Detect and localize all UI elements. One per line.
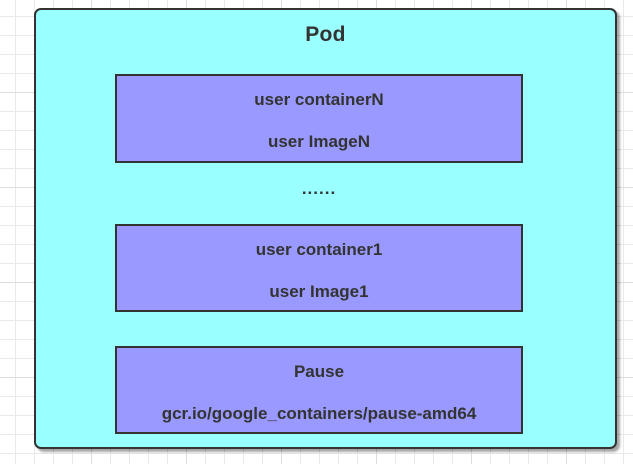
container-box-user-n: user containerN user ImageN bbox=[115, 74, 523, 163]
pod-box: Pod user containerN user ImageN ...... u… bbox=[34, 8, 617, 449]
container-name-label: user containerN bbox=[254, 90, 384, 109]
container-name-label: user container1 bbox=[255, 240, 383, 259]
container-image-label: user Image1 bbox=[269, 282, 369, 301]
container-box-pause: Pause gcr.io/google_containers/pause-amd… bbox=[115, 346, 523, 434]
container-box-user-1: user container1 user Image1 bbox=[115, 224, 523, 312]
ellipsis-label: ...... bbox=[301, 179, 337, 198]
container-image-label: user ImageN bbox=[267, 132, 371, 151]
container-name-label: Pause bbox=[293, 362, 345, 381]
pod-title: Pod bbox=[305, 23, 346, 46]
container-image-label: gcr.io/google_containers/pause-amd64 bbox=[161, 404, 477, 423]
